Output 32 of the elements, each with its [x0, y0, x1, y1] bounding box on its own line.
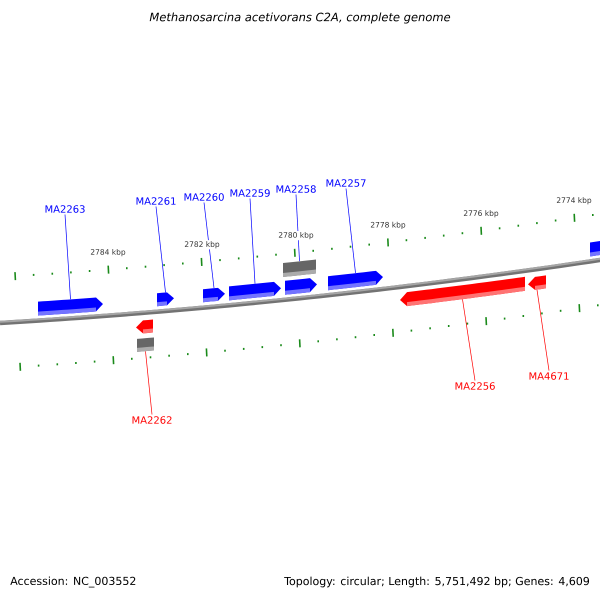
- gene-block: [590, 240, 600, 256]
- gene-block: [528, 275, 546, 290]
- leader-line: [156, 206, 166, 293]
- gene-block: [203, 288, 225, 302]
- gene-label: MA2262: [132, 416, 172, 424]
- gene-label: MA2263: [46, 205, 85, 213]
- gene-block: [137, 337, 154, 352]
- leader-line: [346, 188, 356, 274]
- gene-label: MA2261: [136, 197, 176, 205]
- accession-text: Accession: NC_003552: [10, 576, 136, 588]
- leader-line: [536, 289, 550, 371]
- gene-label: MA2259: [230, 189, 270, 197]
- gene-label: MA2257: [326, 179, 366, 187]
- gene-block: [157, 292, 174, 306]
- leader-line: [204, 202, 214, 288]
- gene-label: MA2258: [276, 185, 316, 193]
- title: Methanosarcina acetivorans C2A, complete genome: [150, 12, 450, 24]
- gene-label: MA2256: [456, 382, 495, 390]
- leader-line: [64, 214, 71, 300]
- leader-line: [462, 299, 476, 381]
- gene-block: [136, 320, 153, 334]
- leader-line: [145, 351, 152, 415]
- gene-block: [283, 260, 316, 277]
- gene-label: MA2260: [184, 193, 224, 201]
- genome-info-text: Topology: circular; Length: 5,751,492 bp; Genes: 4,609: [284, 576, 590, 588]
- gene-block: [400, 276, 525, 306]
- leader-line: [250, 198, 256, 284]
- gene-block: [38, 298, 103, 316]
- gene-block: [285, 278, 317, 295]
- gene-block: [328, 270, 383, 290]
- gene-label: MA4671: [530, 372, 569, 380]
- gene-block: [229, 282, 281, 300]
